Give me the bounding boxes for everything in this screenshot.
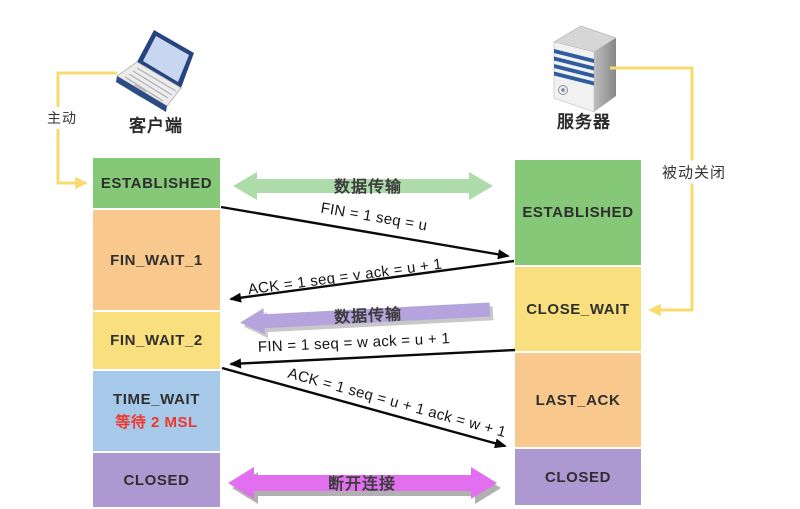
server-state-closed: CLOSED [515, 449, 641, 505]
msg-label-fin-2: FIN = 1 seq = w ack = u + 1 [257, 330, 451, 356]
state-label: TIME_WAIT [112, 390, 201, 408]
client-state-closed: CLOSED [93, 453, 220, 507]
server-state-column: ESTABLISHED CLOSE_WAIT LAST_ACK CLOSED [515, 160, 641, 505]
banner-label-disconnect: 断开连接 [327, 476, 397, 493]
state-label: LAST_ACK [535, 391, 621, 409]
server-state-last-ack: LAST_ACK [515, 353, 641, 447]
laptop-icon [116, 30, 194, 112]
msg-label-fin-1: FIN = 1 seq = u [319, 199, 429, 235]
state-label: ESTABLISHED [100, 174, 213, 192]
msg-label-ack-1: ACK = 1 seq = v ack = u + 1 [246, 255, 444, 299]
client-state-fin-wait-2: FIN_WAIT_2 [93, 312, 220, 369]
banner-label-data-transfer-mid: 数据传输 [333, 306, 403, 327]
server-state-close-wait: CLOSE_WAIT [515, 267, 641, 351]
client-state-column: ESTABLISHED FIN_WAIT_1 FIN_WAIT_2 TIME_W… [93, 158, 220, 507]
client-action-label: 主动 [44, 107, 80, 129]
client-state-established: ESTABLISHED [93, 158, 220, 208]
time-wait-note: 等待 2 MSL [115, 413, 198, 431]
server-device-label: 服务器 [557, 112, 611, 132]
state-label: ESTABLISHED [522, 204, 634, 221]
msg-label-ack-2: ACK = 1 seq = u + 1 ack = w + 1 [285, 364, 509, 442]
state-label: CLOSED [544, 468, 612, 486]
state-label: CLOSE_WAIT [526, 300, 630, 318]
client-state-fin-wait-1: FIN_WAIT_1 [93, 210, 220, 310]
state-label: FIN_WAIT_2 [110, 332, 203, 349]
server-action-label: 被动关闭 [658, 160, 730, 184]
msg-arrow-ack-2 [221, 366, 507, 449]
server-icon [553, 25, 617, 113]
banner-label-data-transfer-top: 数据传输 [333, 179, 403, 196]
server-state-established: ESTABLISHED [515, 160, 641, 265]
client-state-time-wait: TIME_WAIT 等待 2 MSL [93, 371, 220, 451]
client-device-label: 客户端 [129, 116, 183, 136]
state-label: CLOSED [123, 471, 190, 489]
state-label: FIN_WAIT_1 [110, 251, 203, 269]
